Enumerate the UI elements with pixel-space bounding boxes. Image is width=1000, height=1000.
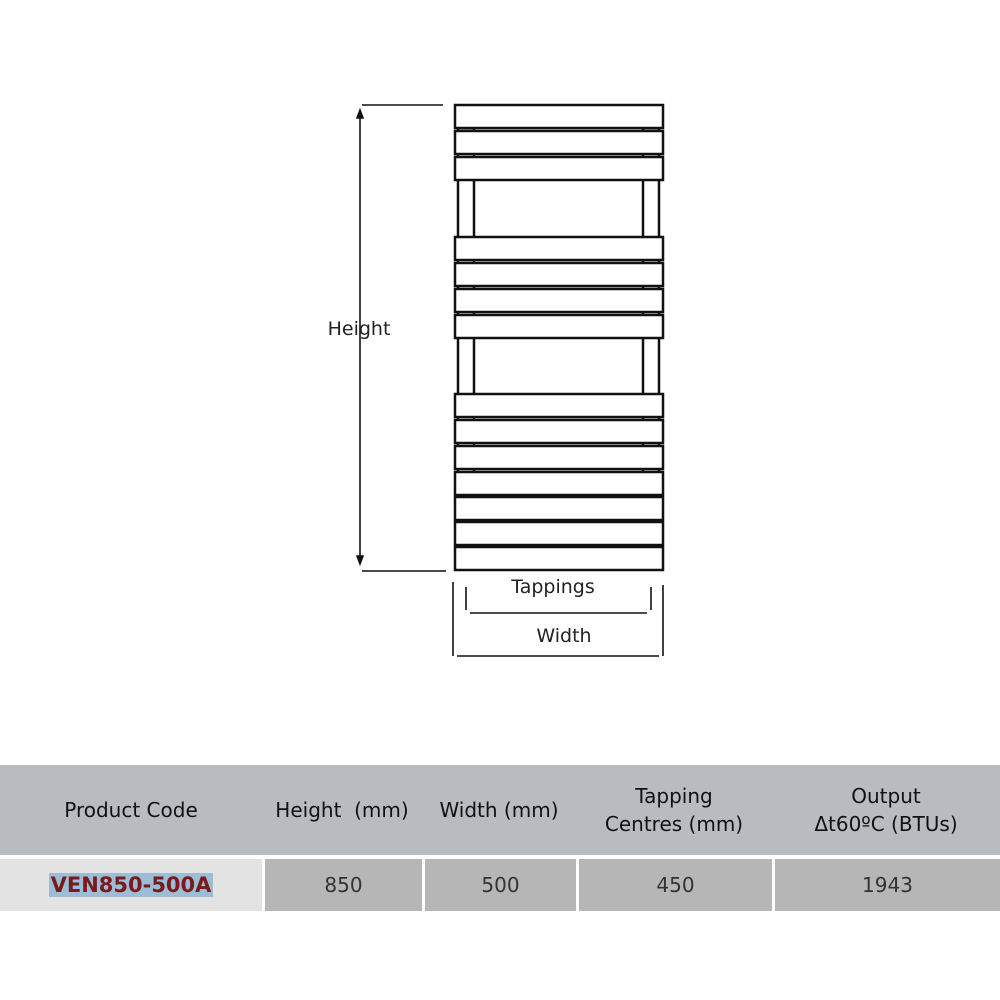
arrow-up-icon — [355, 107, 365, 119]
towel-rail — [453, 444, 665, 471]
towel-rail — [453, 520, 665, 547]
towel-rail — [453, 287, 665, 314]
height-label: Height — [328, 318, 391, 340]
towel-rail — [453, 470, 665, 497]
header-output-line2: Δt60ºC (BTUs) — [814, 812, 958, 836]
table-row: VEN850-500A 850 500 450 1943 — [0, 859, 1000, 911]
cell-output: 1943 — [772, 859, 1000, 911]
towel-rail — [453, 495, 665, 522]
header-width: Width (mm) — [439, 798, 559, 822]
header-height: Height (mm) — [275, 798, 409, 822]
towel-rail — [453, 155, 665, 182]
header-tapping-line1: Tapping — [635, 784, 713, 808]
towel-rail — [453, 392, 665, 419]
cell-width: 500 — [422, 859, 576, 911]
towel-rail — [453, 418, 665, 445]
header-product-code: Product Code — [64, 798, 198, 822]
towel-rail — [453, 235, 665, 262]
radiator-outline — [453, 103, 665, 572]
table-header: Product Code Height (mm) Width (mm) Tapp… — [0, 765, 1000, 855]
radiator-diagram: Height Tappings Width — [328, 103, 665, 657]
product-code: VEN850-500A — [48, 873, 214, 897]
spec-table: Product Code Height (mm) Width (mm) Tapp… — [0, 765, 1000, 911]
cell-product-code: VEN850-500A — [0, 859, 262, 911]
towel-rail — [453, 545, 665, 572]
towel-rail — [453, 103, 665, 130]
header-tapping-centres: Tapping Centres (mm) — [576, 765, 772, 855]
tappings-label: Tappings — [510, 576, 595, 598]
towel-rail — [453, 313, 665, 340]
cell-height: 850 — [262, 859, 422, 911]
cell-tapping: 450 — [576, 859, 772, 911]
towel-rail — [453, 261, 665, 288]
header-output: Output Δt60ºC (BTUs) — [772, 765, 1000, 855]
header-tapping-line2: Centres (mm) — [604, 812, 744, 836]
header-output-line1: Output — [851, 784, 921, 808]
arrow-down-icon — [355, 555, 365, 567]
width-label: Width — [536, 625, 591, 647]
towel-rail — [453, 129, 665, 156]
